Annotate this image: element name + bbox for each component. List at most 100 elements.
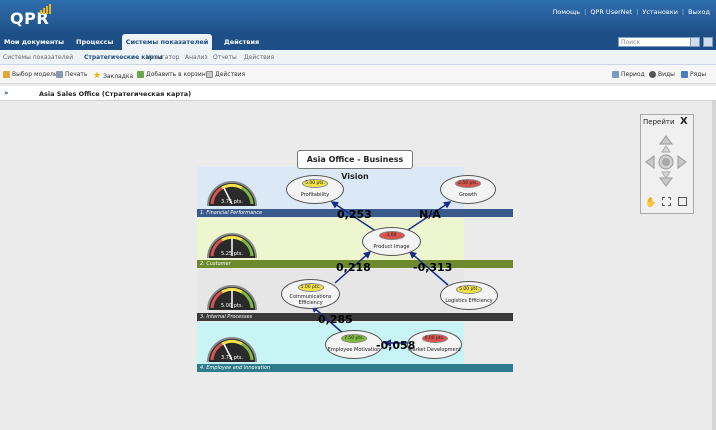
logout-link[interactable]: Выход (688, 8, 710, 16)
node-communications-efficiency[interactable]: 5.00 pts. Communications Efficiency (281, 279, 340, 309)
subnav-reports[interactable]: Отчеты (213, 54, 237, 61)
gauge-processes[interactable]: 5.00 pts. (204, 274, 260, 314)
gauge-processes-value: 5.00 pts. (221, 303, 243, 309)
pan-control[interactable] (644, 132, 688, 192)
fit-icon[interactable] (662, 197, 671, 206)
node-market-development-label: Market Development (408, 347, 461, 353)
bookmark-button[interactable]: ★Закладка (93, 71, 133, 81)
correlation-label: -0,313 (413, 261, 453, 274)
period-button[interactable]: Период (612, 71, 645, 78)
gauge-employee-value: 3.75 pts. (221, 355, 243, 361)
vertical-scrollbar[interactable] (712, 101, 716, 430)
node-employee-motivation-label: Employee Motivation (327, 347, 381, 353)
zoom-out-icon[interactable] (661, 171, 671, 179)
actions-label: Действия (215, 71, 246, 78)
print-icon (56, 71, 63, 78)
help-link[interactable]: Помощь (552, 8, 581, 16)
gauge-employee[interactable]: 3.75 pts. (204, 326, 260, 366)
usernet-link[interactable]: QPR UserNet (590, 8, 633, 16)
node-growth-score: 2.50 pts. (455, 179, 481, 188)
node-profitability-label: Profitability (300, 192, 330, 198)
vision-box[interactable]: Asia Office - Business Vision (297, 150, 413, 181)
node-communications-label: Communications Efficiency (289, 294, 332, 306)
correlation-label: -0,058 (376, 339, 416, 352)
print-label: Печать (65, 71, 88, 78)
hand-icon[interactable]: ✋ (645, 198, 657, 208)
actions-button[interactable]: Действия (206, 71, 245, 78)
cart-icon (137, 71, 144, 78)
search-icon[interactable] (690, 37, 700, 47)
tab-processes[interactable]: Процессы (76, 38, 114, 46)
node-product-image-label: Product Image (373, 244, 410, 250)
node-market-development[interactable]: 0.00 pts. Market Development (407, 330, 462, 359)
views-button[interactable]: Виды (649, 71, 675, 78)
select-model-label: Выбор модели (12, 71, 58, 78)
eye-icon (649, 71, 656, 78)
tab-my-documents[interactable]: Мои документы (4, 38, 64, 46)
subnav-strategy-maps[interactable]: Стратегические карты (84, 54, 163, 61)
node-market-development-score: 0.00 pts. (421, 334, 448, 343)
logo-bars-icon (40, 4, 52, 14)
page-title-bar (0, 86, 716, 101)
select-model-button[interactable]: Выбор модели (3, 71, 58, 78)
correlation-label: 0,218 (336, 261, 371, 274)
gauge-financial[interactable]: 3.75 pts. (204, 170, 260, 210)
add-to-cart-button[interactable]: Добавить в корзину (137, 71, 209, 78)
zoom-box-icon[interactable] (678, 197, 687, 206)
expand-icon[interactable] (703, 37, 713, 47)
pan-down-icon[interactable] (659, 177, 673, 187)
page-title: Asia Sales Office (Стратегическая карта) (39, 90, 192, 98)
settings-link[interactable]: Установки (642, 8, 678, 16)
subnav-actions[interactable]: Действия (244, 54, 275, 61)
sub-nav (0, 50, 716, 65)
views-label: Виды (658, 71, 675, 78)
header-links: Помощь| QPR UserNet| Установки| Выход (552, 8, 710, 16)
node-logistics-efficiency[interactable]: 5.00 pts. Logistics Efficiency (440, 281, 498, 310)
navigator-title: Перейти (643, 118, 675, 126)
tab-actions[interactable]: Действия (224, 38, 260, 46)
zoom-in-icon[interactable] (661, 145, 671, 153)
close-icon[interactable]: X (680, 116, 688, 127)
top-header (0, 0, 716, 34)
series-button[interactable]: Ряды (681, 71, 706, 78)
node-product-image[interactable]: 3.00 Product Image (362, 227, 421, 256)
perspective-processes-bar: 3. Internal Processes (197, 313, 513, 321)
node-growth[interactable]: 2.50 pts. Growth (440, 175, 496, 204)
node-employee-motivation[interactable]: 7.50 pts. Employee Motivation (325, 330, 383, 359)
print-button[interactable]: Печать (56, 71, 87, 78)
correlation-label: 0,285 (318, 313, 353, 326)
gauge-customer-value: 5.25 pts. (221, 251, 243, 257)
model-icon (3, 71, 10, 78)
node-logistics-score: 5.00 pts. (456, 285, 482, 294)
series-label: Ряды (690, 71, 707, 78)
toolbar (0, 65, 716, 84)
node-communications-score: 5.00 pts. (297, 283, 324, 292)
actions-icon (206, 71, 213, 78)
pan-left-icon[interactable] (645, 155, 655, 169)
star-icon: ★ (93, 71, 102, 81)
correlation-label: 0,253 (337, 208, 372, 221)
center-dot-icon (662, 158, 670, 166)
node-employee-motivation-score: 7.50 pts. (341, 334, 367, 343)
subnav-analysis[interactable]: Анализ (185, 54, 208, 61)
add-to-cart-label: Добавить в корзину (146, 71, 210, 78)
calendar-icon (612, 71, 619, 78)
gauge-financial-value: 3.75 pts. (221, 199, 243, 205)
app-logo: QPR (10, 9, 50, 28)
expand-panel-icon[interactable]: » (4, 89, 9, 97)
node-logistics-label: Logistics Efficiency (445, 298, 493, 304)
tab-scorecards[interactable]: Системы показателей (122, 34, 212, 50)
pan-right-icon[interactable] (677, 155, 687, 169)
chart-icon (681, 71, 688, 78)
subnav-scorecards[interactable]: Системы показателей (3, 54, 74, 61)
pan-up-icon[interactable] (659, 135, 673, 145)
node-product-image-score: 3.00 (378, 231, 405, 240)
gauge-customer[interactable]: 5.25 pts. (204, 222, 260, 262)
subnav-navigator[interactable]: Навигатор (146, 54, 180, 61)
perspective-employee-bar: 4. Employee and Innovation (197, 364, 513, 372)
node-profitability[interactable]: 5.00 pts. Profitability (286, 175, 344, 204)
perspective-financial-bar: 1. Financial Performance (197, 209, 513, 217)
correlation-label: N/A (419, 208, 441, 221)
node-profitability-score: 5.00 pts. (302, 179, 328, 188)
